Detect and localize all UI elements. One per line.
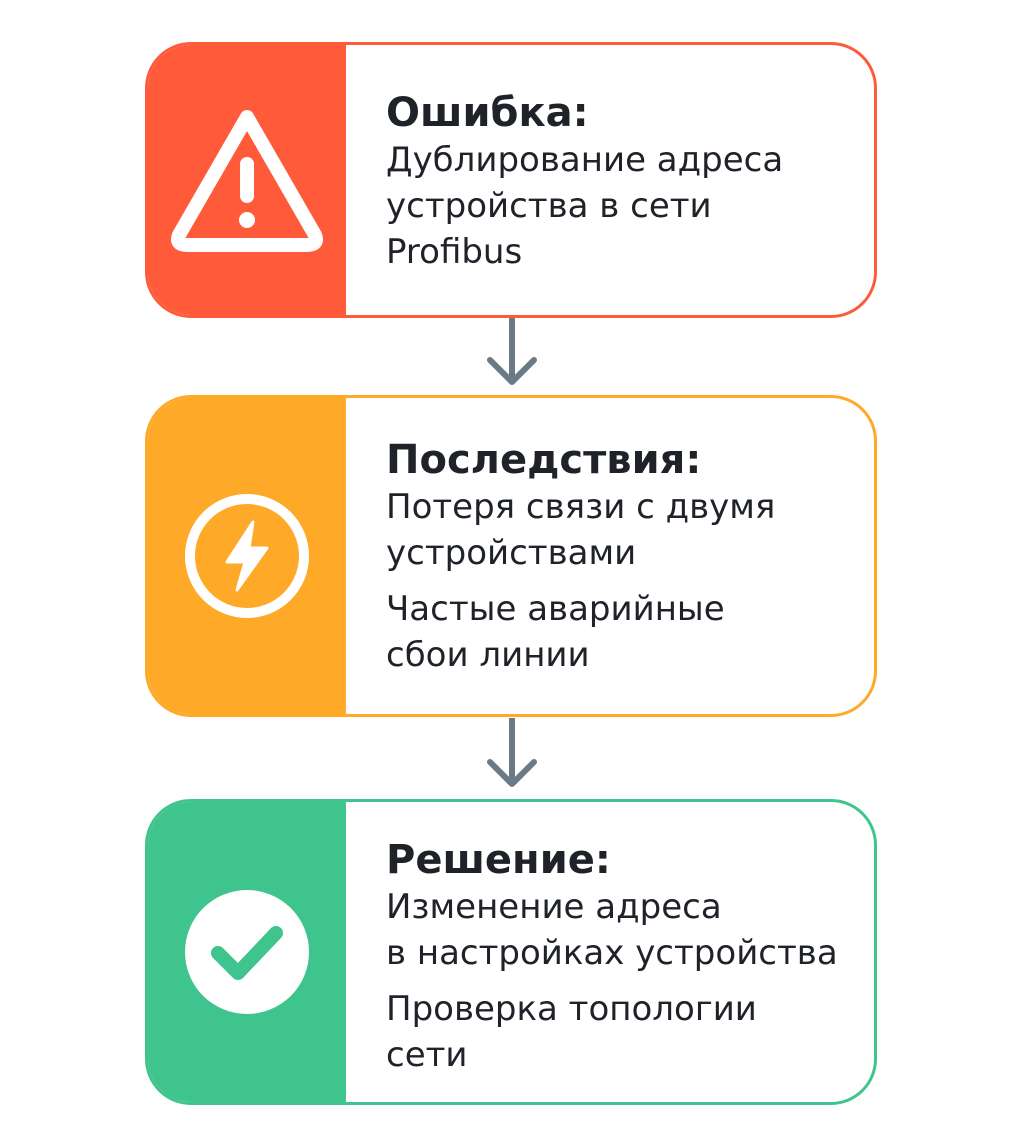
consequences-title: Последствия: [386,437,702,483]
solution-card: Решение: Изменение адреса в настройках у… [145,799,877,1105]
warning-triangle-icon [171,110,323,252]
error-card: Ошибка: Дублирование адреса устройства в… [145,42,877,318]
consequences-card: Последствия: Потеря связи с двумя устрой… [145,395,877,717]
check-mark-icon [185,890,309,1014]
consequences-text-1: Потеря связи с двумя устройствами [386,487,776,573]
solution-text-1: Изменение адреса в настройках устройства [386,887,838,973]
solution-text-2: Проверка топологии сети [386,989,757,1075]
error-title: Ошибка: [386,90,589,136]
solution-content: Решение: Изменение адреса в настройках у… [386,836,854,1078]
lightning-bolt-icon [185,494,309,618]
error-text: Дублирование адреса устройства в сети Pr… [386,140,784,272]
flow-arrow-2 [487,718,537,787]
solution-title: Решение: [386,837,611,883]
solution-icon-panel [148,802,346,1102]
error-icon-panel [148,45,346,315]
consequences-icon-panel [148,398,346,714]
consequences-content: Последствия: Потеря связи с двумя устрой… [386,436,854,678]
consequences-text-2: Частые аварийные сбои линии [386,589,725,675]
error-content: Ошибка: Дублирование адреса устройства в… [386,89,854,275]
flow-arrow-1 [487,318,537,385]
